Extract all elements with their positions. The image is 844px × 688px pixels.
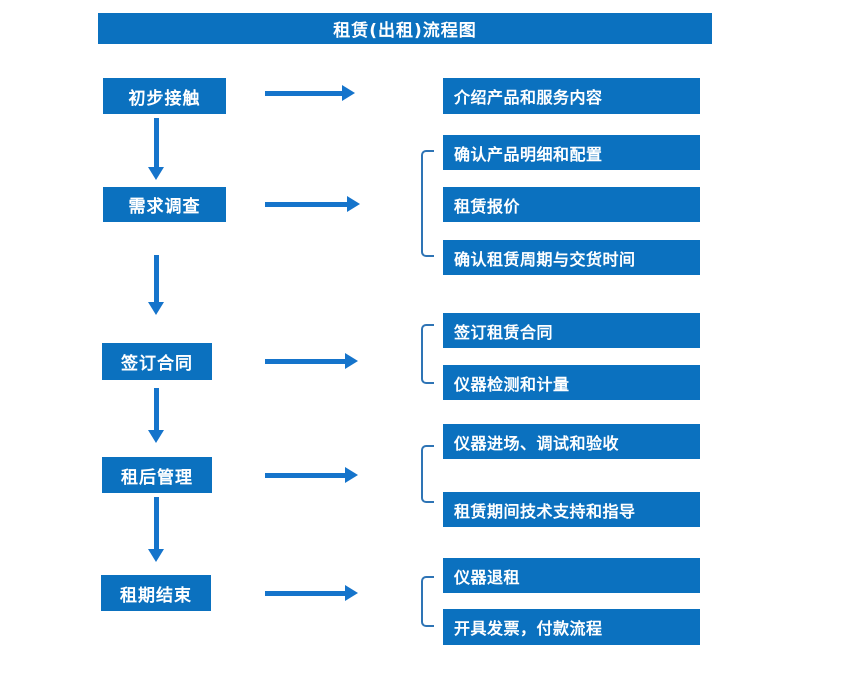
arrow-head: [148, 167, 164, 180]
arrow-shaft: [153, 497, 159, 549]
arrow-shaft: [153, 388, 159, 430]
arrow-shaft: [153, 118, 159, 167]
group-bracket-icon: [421, 150, 434, 257]
step-box-initial-contact: 初步接触: [103, 78, 226, 114]
detail-box-instrument-setup-acceptance: 仪器进场、调试和验收: [443, 424, 700, 459]
detail-box-introduce-products: 介绍产品和服务内容: [443, 78, 700, 114]
step-box-demand-survey: 需求调查: [103, 187, 226, 222]
arrow-head: [148, 430, 164, 443]
detail-box-instrument-return: 仪器退租: [443, 558, 700, 593]
detail-box-confirm-period-delivery: 确认租赁周期与交货时间: [443, 240, 700, 275]
arrow-head: [148, 549, 164, 562]
arrow-shaft: [265, 590, 345, 596]
step-box-sign-contract: 签订合同: [102, 343, 212, 380]
arrow-head: [345, 467, 358, 483]
arrow-right-icon: [265, 467, 358, 483]
step-box-rental-end: 租期结束: [101, 575, 211, 611]
detail-box-confirm-product-config: 确认产品明细和配置: [443, 135, 700, 170]
arrow-right-icon: [265, 196, 360, 212]
group-bracket-icon: [421, 324, 434, 384]
arrow-head: [148, 302, 164, 315]
arrow-down-icon: [148, 255, 164, 315]
arrow-down-icon: [148, 118, 164, 180]
arrow-head: [345, 585, 358, 601]
arrow-shaft: [265, 472, 345, 478]
arrow-head: [347, 196, 360, 212]
detail-box-technical-support: 租赁期间技术支持和指导: [443, 492, 700, 527]
detail-box-sign-rental-contract: 签订租赁合同: [443, 313, 700, 348]
group-bracket-icon: [421, 445, 434, 503]
detail-box-invoice-payment: 开具发票，付款流程: [443, 609, 700, 645]
detail-box-instrument-inspection: 仪器检测和计量: [443, 365, 700, 400]
arrow-shaft: [265, 90, 342, 96]
arrow-right-icon: [265, 85, 355, 101]
arrow-head: [345, 353, 358, 369]
arrow-shaft: [153, 255, 159, 302]
arrow-shaft: [265, 358, 345, 364]
arrow-down-icon: [148, 388, 164, 443]
arrow-right-icon: [265, 353, 358, 369]
arrow-down-icon: [148, 497, 164, 562]
arrow-head: [342, 85, 355, 101]
group-bracket-icon: [421, 576, 434, 627]
flowchart-title: 租赁(出租)流程图: [98, 13, 712, 44]
step-box-post-rental-management: 租后管理: [102, 457, 212, 493]
detail-box-rental-quote: 租赁报价: [443, 187, 700, 222]
arrow-right-icon: [265, 585, 358, 601]
arrow-shaft: [265, 201, 347, 207]
